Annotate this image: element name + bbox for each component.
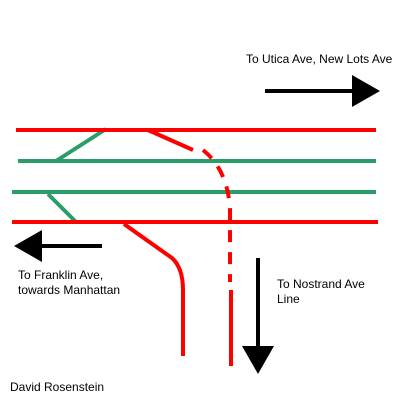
label-utica: To Utica Ave, New Lots Ave: [246, 52, 393, 66]
red-branch-left: [122, 222, 185, 356]
red-branch-right-dashed: [201, 148, 232, 282]
label-franklin: To Franklin Ave, towards Manhattan: [18, 268, 120, 298]
label-nostrand-line1: To Nostrand Ave: [277, 277, 365, 291]
label-franklin-line1: To Franklin Ave,: [18, 268, 104, 282]
red-branch-right-solid: [147, 128, 194, 152]
label-franklin-line2: towards Manhattan: [18, 283, 121, 297]
label-nostrand: To Nostrand Ave Line: [277, 277, 365, 307]
credit-text: David Rosenstein: [10, 380, 105, 394]
green-crossover-top: [54, 127, 108, 163]
green-crossover-bottom: [46, 192, 78, 224]
label-nostrand-line2: Line: [277, 292, 300, 306]
